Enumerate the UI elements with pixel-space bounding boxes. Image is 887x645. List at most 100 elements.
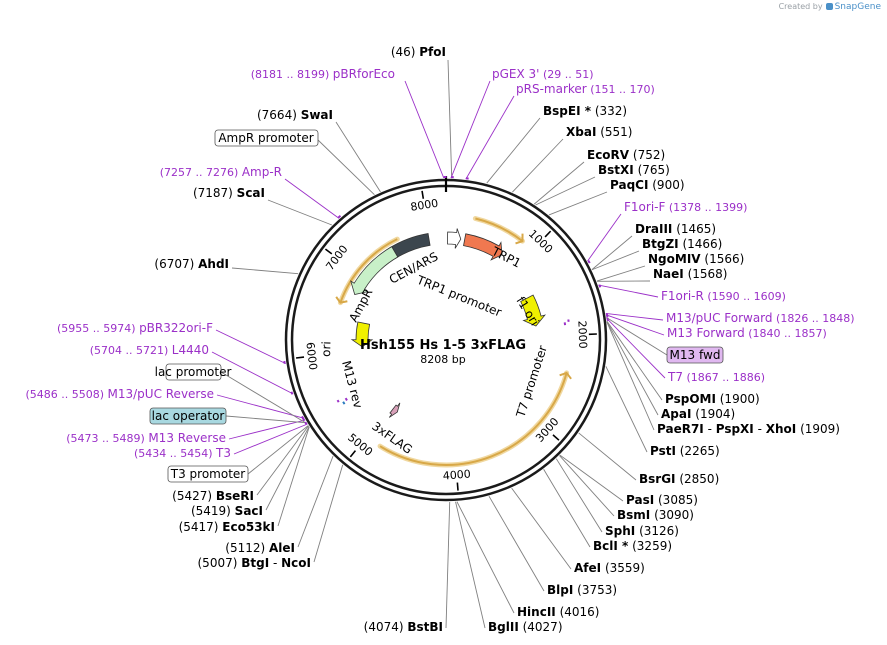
enzyme-site[interactable]: SphI (3126)	[605, 524, 679, 538]
tick-label: 3000	[533, 415, 561, 445]
enzyme-site[interactable]: BclI * (3259)	[593, 539, 672, 553]
svg-text:(5007) BtgI - NcoI: (5007) BtgI - NcoI	[198, 556, 312, 570]
enzyme-position: (7187)	[193, 186, 237, 200]
enzyme-connector	[456, 501, 515, 614]
enzyme-site[interactable]: PstI (2265)	[650, 444, 720, 458]
enzyme-connector	[559, 454, 624, 502]
enzyme-name: BspEI	[543, 104, 581, 118]
enzyme-site[interactable]: BsrGI (2850)	[639, 472, 719, 486]
primer-site[interactable]: (5486 .. 5508) M13/pUC Reverse	[25, 387, 214, 401]
enzyme-site[interactable]: BglII (4027)	[488, 620, 563, 634]
enzyme-site[interactable]: AfeI (3559)	[574, 561, 645, 575]
enzyme-site[interactable]: BtgZI (1466)	[642, 237, 722, 251]
enzyme-name: PasI	[626, 493, 654, 507]
primer-site[interactable]: pRS-marker (151 .. 170)	[516, 82, 655, 96]
ampr-promoter-box[interactable]: AmpR promoter	[214, 129, 319, 147]
enzyme-suffix: *	[618, 539, 629, 553]
enzyme-position: (1465)	[672, 222, 716, 236]
enzyme-site[interactable]: ApaI (1904)	[661, 407, 735, 421]
orf-arcs	[335, 216, 572, 468]
primer-site[interactable]: pGEX 3' (29 .. 51)	[492, 67, 594, 81]
enzyme-site[interactable]: (4074) BstBI	[364, 620, 443, 634]
enzyme-site[interactable]: (5112) AleI	[225, 541, 295, 555]
enzyme-name: AhdI	[198, 257, 229, 271]
enzyme-site[interactable]: (5007) BtgI - NcoI	[198, 556, 312, 570]
svg-text:(4074) BstBI: (4074) BstBI	[364, 620, 443, 634]
enzyme-site[interactable]: (6707) AhdI	[154, 257, 229, 271]
primer-site[interactable]: F1ori-F (1378 .. 1399)	[624, 200, 747, 214]
enzyme-name: BtgZI	[642, 237, 679, 251]
enzyme-site[interactable]: DraIII (1465)	[635, 222, 716, 236]
lac-operator-box[interactable]: lac operator	[149, 407, 227, 425]
enzyme-position: (3085)	[654, 493, 698, 507]
primer-site[interactable]: T7 (1867 .. 1886)	[667, 370, 765, 384]
snapgene-name: SnapGene	[834, 2, 881, 12]
enzyme-site[interactable]: PaqCI (900)	[610, 178, 685, 192]
enzyme-site[interactable]: PspOMI (1900)	[665, 392, 760, 406]
enzyme-site[interactable]: XbaI (551)	[566, 125, 633, 139]
feature-ori[interactable]	[350, 321, 374, 348]
svg-text:pGEX 3' (29 .. 51): pGEX 3' (29 .. 51)	[492, 67, 594, 81]
enzyme-site[interactable]: (5419) SacI	[191, 504, 263, 518]
enzyme-connector	[605, 366, 648, 453]
svg-text:PstI (2265): PstI (2265)	[650, 444, 720, 458]
lac-region-mark	[344, 397, 348, 401]
enzyme-site[interactable]: (7664) SwaI	[257, 108, 333, 122]
primer-range: (1590 .. 1609)	[704, 290, 786, 303]
enzyme-name: PspOMI	[665, 392, 716, 406]
primer-site[interactable]: (8181 .. 8199) pBRforEco	[251, 67, 395, 81]
enzyme-site[interactable]: EcoRV (752)	[587, 148, 665, 162]
t3-promoter-box[interactable]: T3 promoter	[167, 465, 249, 483]
feature-trp1-promoter[interactable]	[447, 228, 462, 249]
enzyme-site[interactable]: NaeI (1568)	[653, 267, 727, 281]
lac-promoter-box[interactable]: lac promoter	[155, 363, 232, 381]
enzyme-site[interactable]: BstXI (765)	[598, 163, 670, 177]
primer-site[interactable]: M13 Forward (1840 .. 1857)	[667, 326, 827, 340]
enzyme-connector	[265, 426, 310, 511]
primer-site[interactable]: (5434 .. 5454) T3	[134, 446, 231, 460]
enzyme-site[interactable]: BsmI (3090)	[617, 508, 694, 522]
feature-f1-ori[interactable]	[520, 294, 547, 327]
tick-mark	[456, 482, 459, 491]
primer-site[interactable]: F1ori-R (1590 .. 1609)	[661, 289, 786, 303]
enzyme-connector	[488, 495, 545, 592]
svg-text:BsmI (3090): BsmI (3090)	[617, 508, 694, 522]
primer-site[interactable]: (5473 .. 5489) M13 Reverse	[66, 431, 226, 445]
enzyme-connector	[231, 267, 299, 275]
primer-site[interactable]: (5955 .. 5974) pBR322ori-F	[57, 321, 213, 335]
enzyme-position: (3090)	[650, 508, 694, 522]
svg-text:BclI * (3259): BclI * (3259)	[593, 539, 672, 553]
enzyme-site[interactable]: (5427) BseRI	[172, 489, 254, 503]
feature-ampr[interactable]	[350, 246, 399, 295]
m13-fwd-box[interactable]: M13 fwd	[666, 346, 724, 364]
enzyme-name: SphI	[605, 524, 635, 538]
feature-trp1[interactable]	[463, 233, 503, 261]
primer-connector	[450, 80, 491, 179]
feature-3xflag[interactable]	[388, 402, 401, 418]
enzyme-site[interactable]: (46) PfoI	[391, 45, 446, 59]
svg-text:(8181 .. 8199) pBRforEco: (8181 .. 8199) pBRforEco	[251, 67, 395, 81]
feature-label-ampr: AmpR	[346, 286, 375, 324]
feature-cen-ars[interactable]	[388, 233, 431, 260]
primer-site[interactable]: (7257 .. 7276) Amp-R	[160, 165, 282, 179]
enzyme-connector	[535, 176, 596, 206]
primer-site[interactable]: M13/pUC Forward (1826 .. 1848)	[666, 311, 855, 325]
enzyme-site[interactable]: PasI (3085)	[626, 493, 698, 507]
enzyme-site[interactable]: (7187) ScaI	[193, 186, 265, 200]
svg-text:DraIII (1465): DraIII (1465)	[635, 222, 716, 236]
lac-region-mark	[336, 399, 340, 403]
enzyme-site[interactable]: (5417) Eco53kI	[179, 520, 275, 534]
primer-range: (5704 .. 5721)	[90, 344, 172, 357]
enzyme-site[interactable]: HincII (4016)	[517, 605, 599, 619]
box-connector	[225, 415, 307, 424]
enzyme-site[interactable]: BlpI (3753)	[547, 583, 617, 597]
enzyme-site[interactable]: BspEI * (332)	[543, 104, 627, 118]
enzyme-site[interactable]: NgoMIV (1566)	[648, 252, 744, 266]
enzyme-connector	[606, 322, 655, 431]
primer-range: (8181 .. 8199)	[251, 68, 333, 81]
orf-ampr	[339, 238, 398, 303]
enzyme-site[interactable]: PaeR7I - PspXI - XhoI (1909)	[657, 422, 840, 436]
enzyme-connector	[486, 117, 541, 184]
primer-range: (7257 .. 7276)	[160, 166, 242, 179]
primer-site[interactable]: (5704 .. 5721) L4440	[90, 343, 209, 357]
